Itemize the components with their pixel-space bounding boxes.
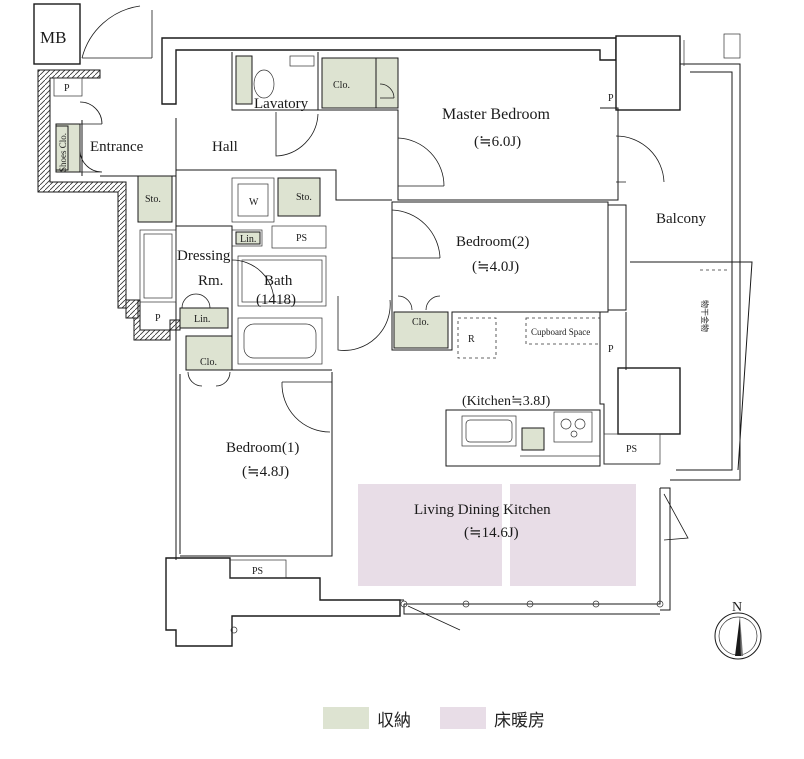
mb-area <box>33 3 153 65</box>
kitchen-label: (Kitchen≒3.8J) <box>462 394 551 409</box>
master-bedroom-size: (≒6.0J) <box>474 134 521 150</box>
ldk-floor-heating <box>358 484 636 586</box>
dressing-storage-label: Sto. <box>296 192 312 203</box>
bedroom2-area <box>337 201 627 351</box>
refrigerator-label: R <box>468 334 475 345</box>
washer-label: W <box>249 197 259 208</box>
entrance-label: Entrance <box>90 139 144 155</box>
bedroom1-label: Bedroom(1) <box>226 440 299 456</box>
legend-storage: 収納 <box>323 706 411 731</box>
floor-heating-legend-label: 床暖房 <box>494 710 545 731</box>
legend-floor-heating: 床暖房 <box>440 706 545 731</box>
p-label-3: P <box>608 93 614 104</box>
dressing-label: Dressing <box>177 248 231 264</box>
p-label-1: P <box>64 83 70 94</box>
ldk-size: (≒14.6J) <box>464 525 519 541</box>
ps-label-2: PS <box>626 444 637 455</box>
entrance-storage-label: Sto. <box>145 194 161 205</box>
south-windows <box>230 493 689 634</box>
compass-north-label: N <box>732 600 742 615</box>
ldk-label: Living Dining Kitchen <box>414 502 551 518</box>
bedroom2-size: (≒4.0J) <box>472 259 519 275</box>
hall-label: Hall <box>212 139 238 155</box>
storage-swatch <box>323 707 369 729</box>
balcony-area <box>630 33 753 611</box>
bedroom2-closet-label: Clo. <box>412 317 429 328</box>
master-closet-label: Clo. <box>333 80 350 91</box>
master-bedroom-label: Master Bedroom <box>442 106 551 123</box>
p-label-2: P <box>155 313 161 324</box>
dressing-bath-block <box>137 175 332 371</box>
bath-size: (1418) <box>256 292 296 308</box>
balcony-label: Balcony <box>656 211 706 227</box>
linen-label-1: Lin. <box>240 234 256 245</box>
shoes-closet-label: Shoes Clo. <box>58 133 68 172</box>
linen-label-2: Lin. <box>194 314 210 325</box>
master-closet <box>318 57 665 201</box>
lavatory-area <box>231 52 319 157</box>
ps-label-3: PS <box>252 566 263 577</box>
bath-label: Bath <box>264 273 293 289</box>
bedroom1-closet <box>179 335 332 579</box>
bedroom1-size: (≒4.8J) <box>242 464 289 480</box>
cupboard-space-label: Cupboard Space <box>531 327 590 337</box>
bedroom1-closet-label: Clo. <box>200 357 217 368</box>
hall-area <box>175 118 392 201</box>
floor-heating-swatch <box>440 707 486 729</box>
mb-label: MB <box>40 28 66 47</box>
storage-legend-label: 収納 <box>377 710 411 731</box>
fixture-labels: Shoes Clo. Clo. Sto. Sto. W Lin. PS Lin.… <box>58 80 710 577</box>
dressing-rm-label: Rm. <box>198 273 223 289</box>
p-label-4: P <box>608 344 614 355</box>
room-labels: MB Lavatory Hall Entrance Master Bedroom… <box>40 28 706 541</box>
kitchen-area <box>445 312 661 467</box>
bedroom2-label: Bedroom(2) <box>456 234 529 250</box>
exterior-walls <box>161 35 681 647</box>
ps-label-1: PS <box>296 233 307 244</box>
compass: N <box>714 600 762 660</box>
entrance-area <box>53 77 176 177</box>
lavatory-label: Lavatory <box>254 96 309 112</box>
outer-wall-left <box>37 69 181 341</box>
drying-rack-label: 物干金物 <box>700 300 710 332</box>
